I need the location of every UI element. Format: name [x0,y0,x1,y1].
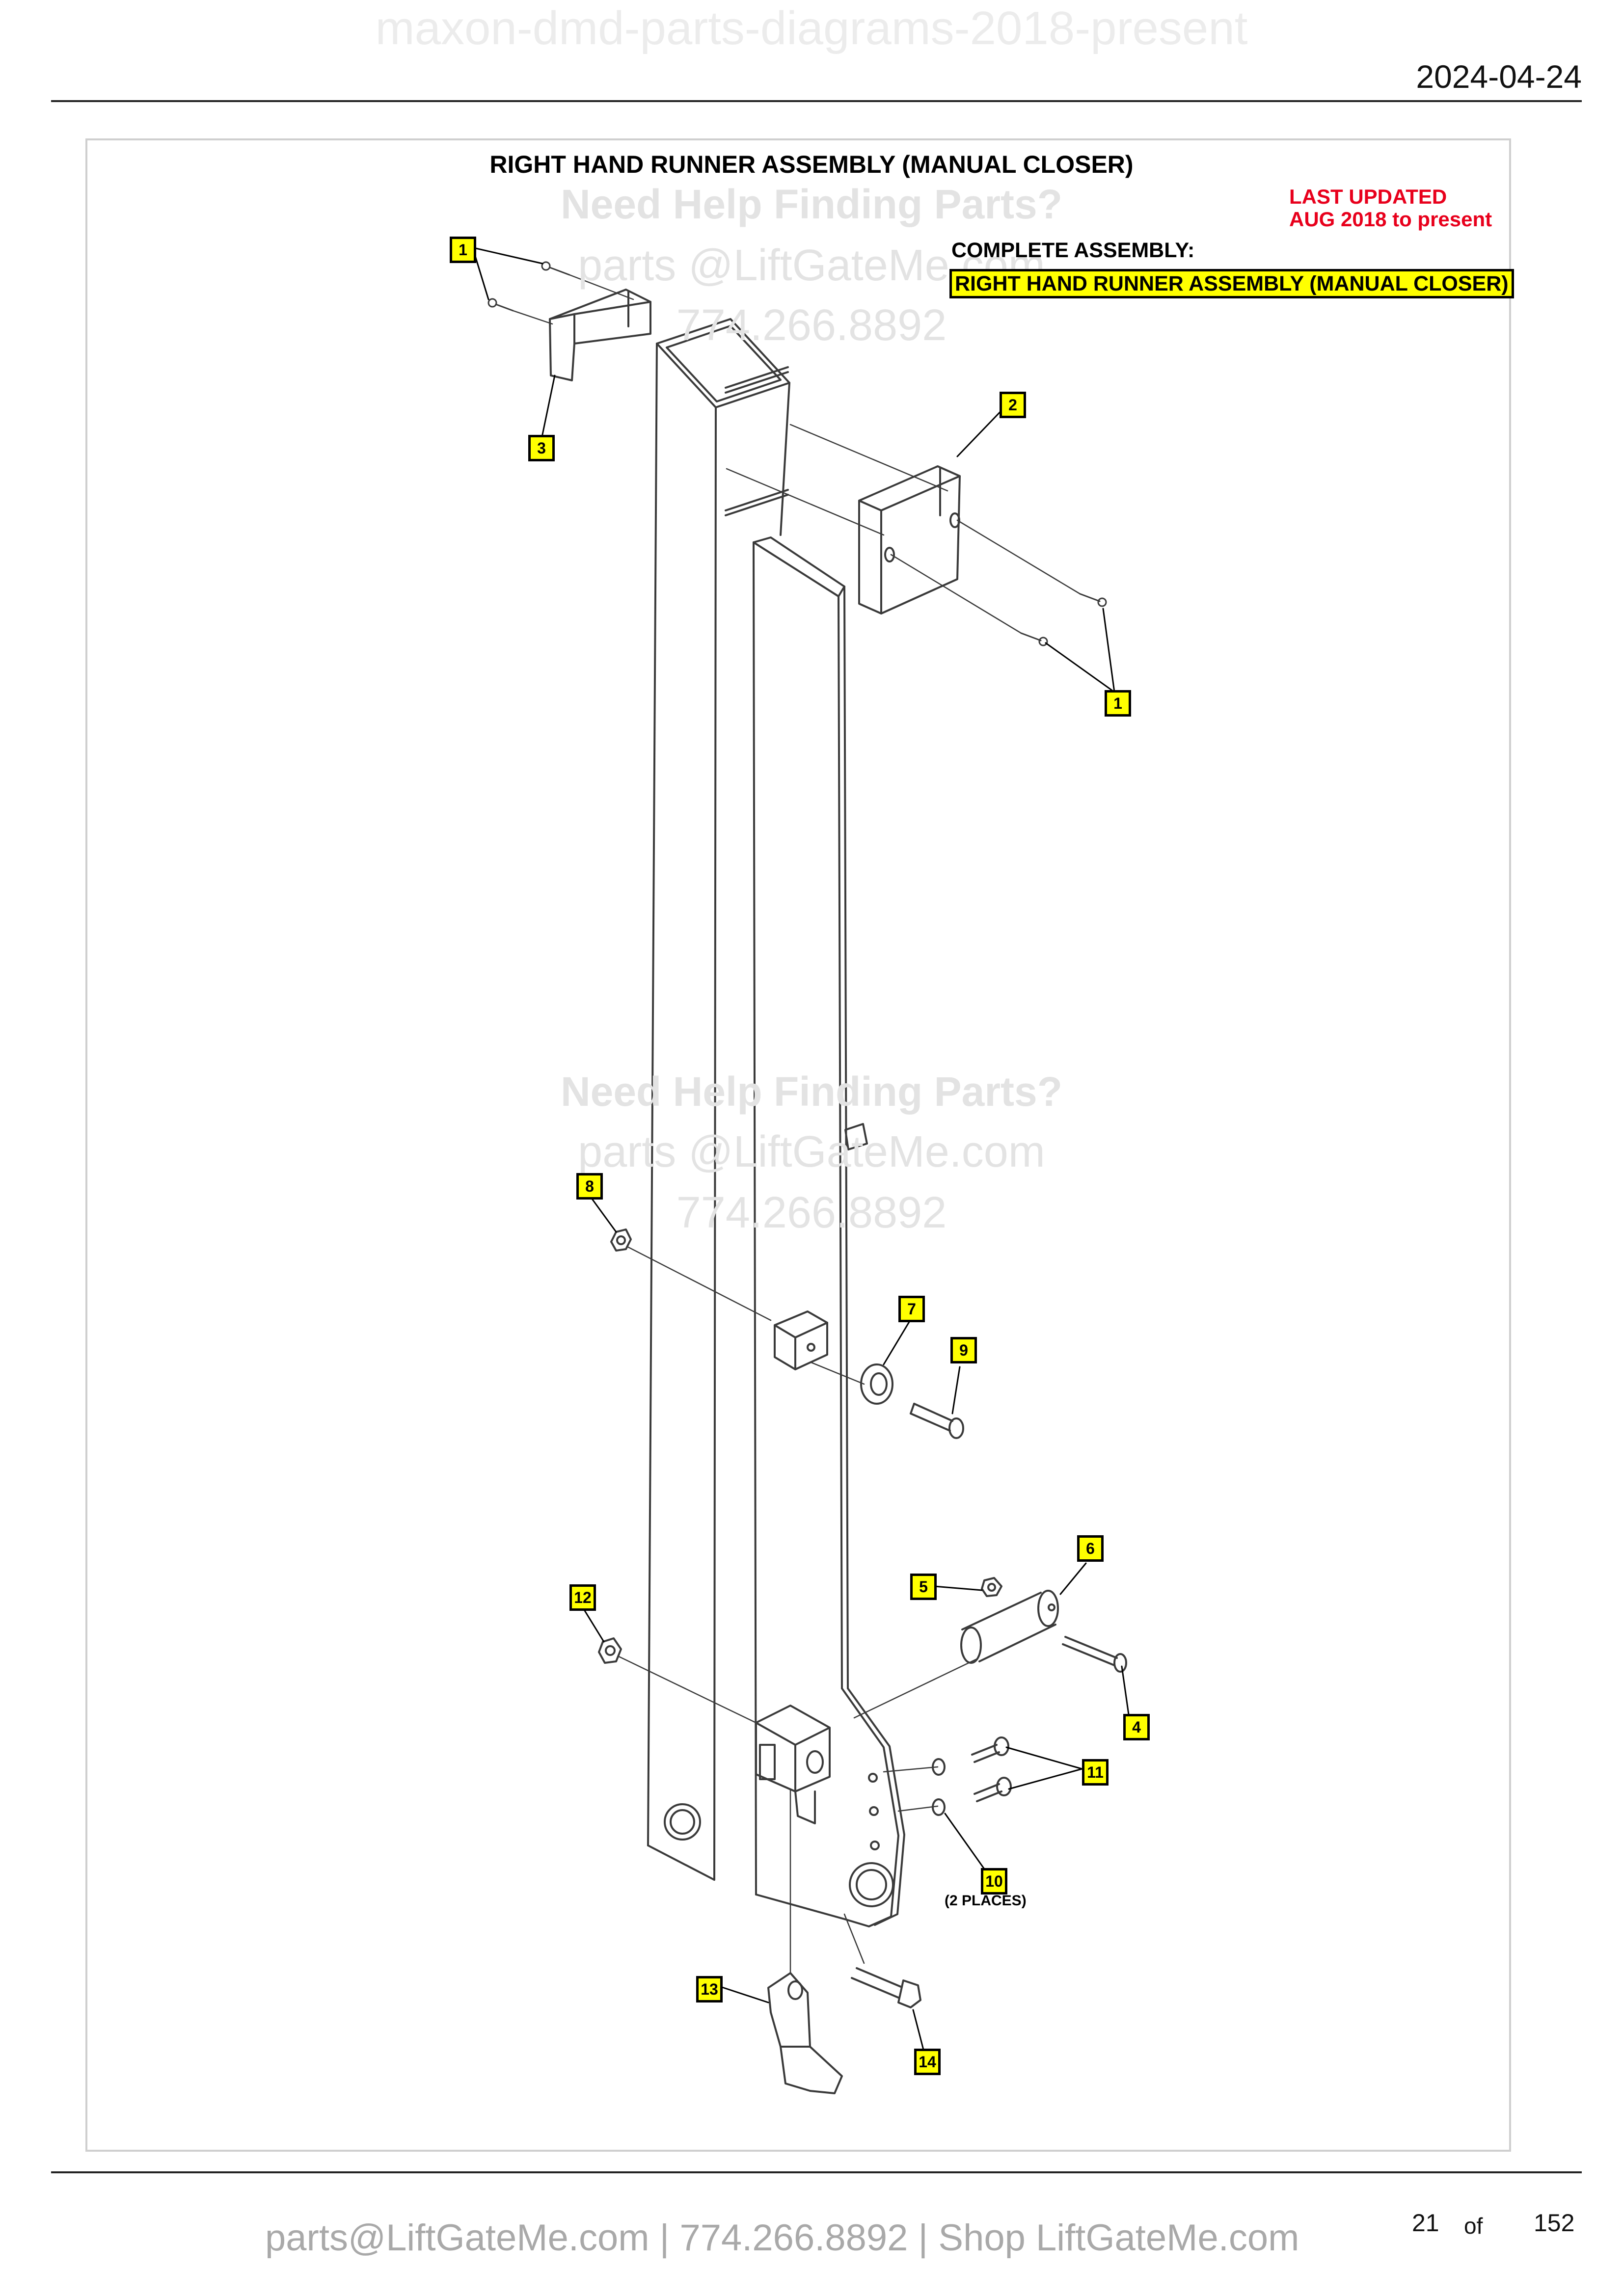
page-total: 152 [1534,2209,1575,2237]
footer-contact: parts@LiftGateMe.com | 774.266.8892 | Sh… [265,2217,1299,2259]
callout-10: 10 [981,1868,1007,1895]
assembly-guide-lines [512,274,1081,1979]
header-divider [51,100,1582,102]
runner-plate [753,536,905,1927]
callout-11: 11 [1082,1759,1109,1786]
page-of: of [1464,2213,1483,2239]
callout-13: 13 [696,1976,723,2002]
help-watermark-heading-mid: Need Help Finding Parts? [560,1068,1063,1115]
latch-13 [767,1972,843,2094]
help-watermark-phone-top: 774.266.8892 [676,301,947,350]
callout-9: 9 [950,1337,977,1363]
callout-14: 14 [914,2049,941,2075]
callout-3: 3 [528,435,555,461]
callout-8: 8 [576,1173,603,1200]
nut-12 [598,1637,622,1664]
help-watermark-email-mid: parts @LiftGateMe.com [578,1127,1045,1176]
complete-assembly-label: COMPLETE ASSEMBLY: [951,239,1195,262]
callout-leaders [473,247,1130,2053]
help-watermark-phone-mid: 774.266.8892 [676,1188,947,1237]
spacer-block [774,1310,828,1370]
callout-7: 7 [898,1296,925,1322]
washers-10 [932,1758,946,1816]
closer-block [755,1705,831,1824]
help-watermark-heading-top: Need Help Finding Parts? [560,181,1063,227]
main-tube [647,318,790,1881]
callout-1-top: 1 [450,237,476,263]
screws-part-1 [487,261,1107,646]
bolt-4 [1062,1636,1127,1673]
last-updated-line1: LAST UPDATED [1289,185,1447,208]
last-updated-note: LAST UPDATED AUG 2018 to present [1289,186,1492,231]
document-date: 2024-04-24 [1416,58,1582,95]
bolt-9 [910,1403,964,1439]
diagram-title: RIGHT HAND RUNNER ASSEMBLY (MANUAL CLOSE… [489,151,1134,178]
nut-5 [981,1577,1002,1597]
footer-divider [51,2171,1582,2173]
callout-2: 2 [1000,392,1026,418]
callout-1-right: 1 [1105,690,1131,717]
callout-6: 6 [1077,1535,1104,1562]
bracket-2 [858,465,961,614]
callout-12: 12 [569,1584,596,1611]
bushing-7 [860,1363,893,1405]
callout-4: 4 [1123,1714,1150,1740]
document-watermark-title: maxon-dmd-parts-diagrams-2018-present [375,2,1248,54]
bolts-11 [971,1736,1012,1802]
diagram-frame [85,138,1511,2152]
bolt-14 [851,1967,921,2008]
page-current: 21 [1412,2209,1439,2237]
callout-10-note: (2 PLACES) [945,1893,1027,1909]
pin-6 [960,1590,1059,1664]
callout-5: 5 [910,1574,937,1600]
complete-assembly-name: RIGHT HAND RUNNER ASSEMBLY (MANUAL CLOSE… [949,269,1514,298]
last-updated-line2: AUG 2018 to present [1289,208,1492,231]
nut-8 [610,1228,632,1252]
